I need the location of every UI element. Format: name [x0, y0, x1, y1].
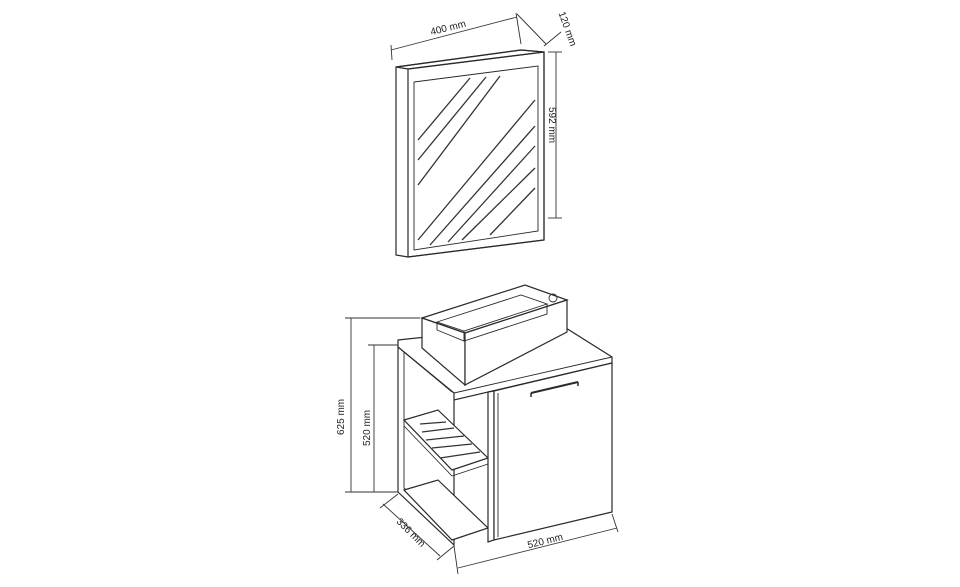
mirror-cabinet-front	[407, 51, 545, 258]
vanity-width-dim-line	[457, 527, 618, 569]
mirror-cabinet: 400 mm 120 mm 592 mm	[390, 10, 579, 258]
mirror-panel	[413, 65, 539, 251]
vanity-width-label: 520 mm	[526, 532, 564, 551]
vanity-total-height-label: 625 mm	[336, 399, 347, 435]
tap-hole	[548, 293, 558, 303]
vanity-depth-dim-line	[382, 503, 441, 557]
vanity-cabinet-height-label: 520 mm	[362, 410, 373, 446]
width-ext-right	[515, 12, 522, 45]
mirror-reflection-lines	[417, 75, 536, 246]
shelf-glass-lines	[419, 421, 481, 459]
divider-panel	[487, 390, 495, 543]
vanity-depth-label: 336 mm	[394, 516, 427, 549]
vanity-unit: 625 mm 520 mm 336 mm 520 mm	[336, 284, 619, 575]
mirror-depth-label: 120 mm	[556, 10, 579, 48]
depth-ext-right	[543, 31, 562, 47]
width-dim-line	[390, 16, 518, 51]
door-handle	[530, 381, 579, 394]
cabinet-door	[493, 362, 613, 541]
mirror-height-label: 592 mm	[546, 107, 557, 143]
width-ext-left	[390, 44, 393, 61]
depth-dim-line	[516, 13, 547, 45]
wash-basin	[420, 284, 569, 387]
